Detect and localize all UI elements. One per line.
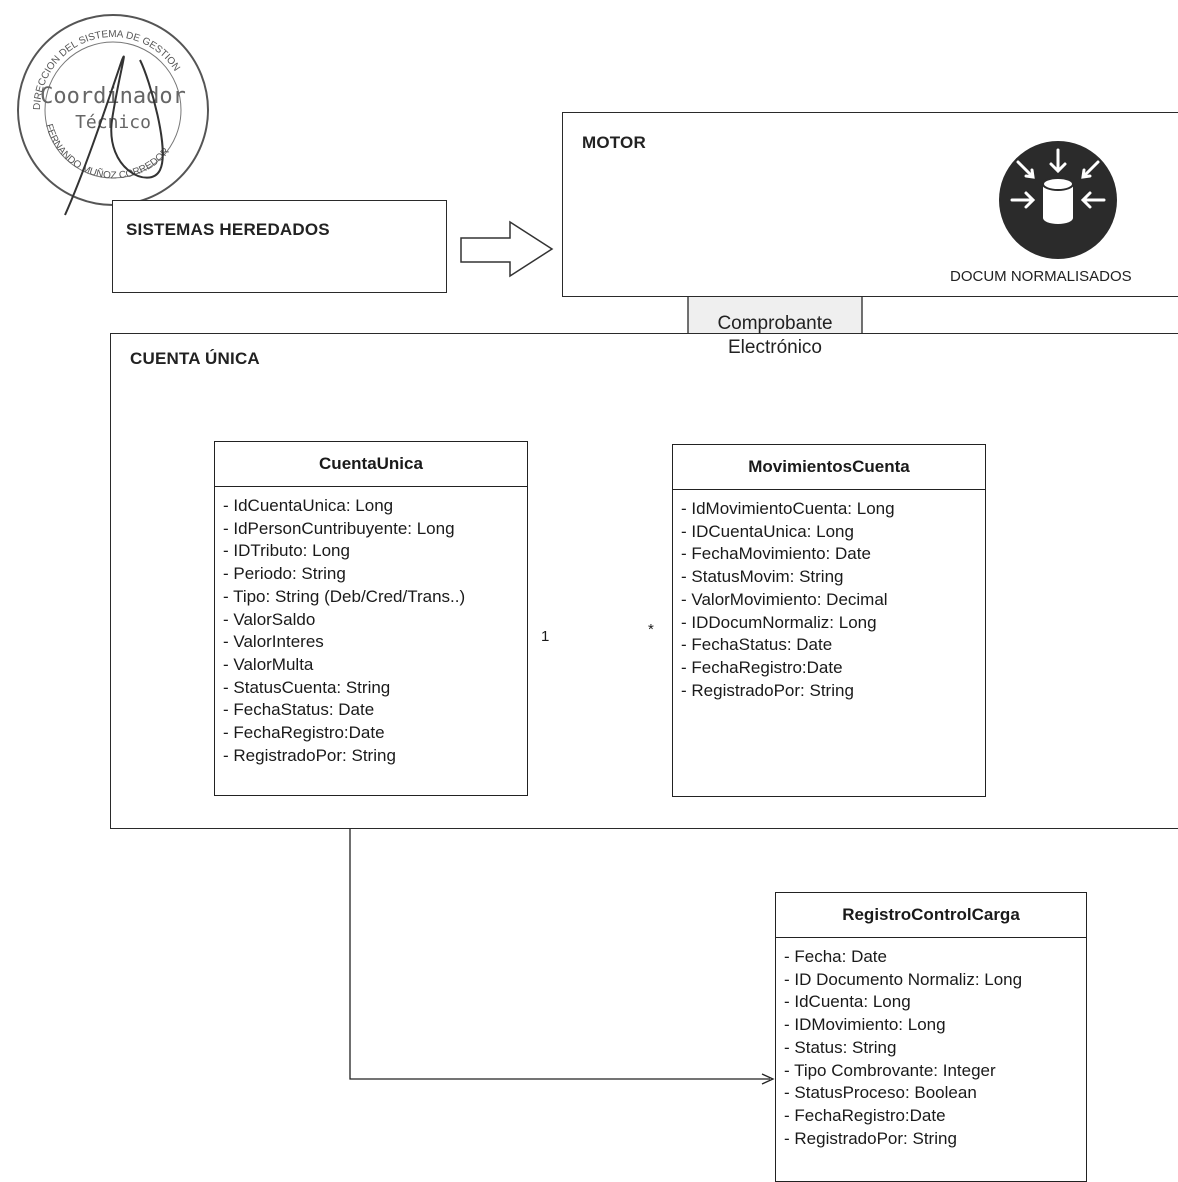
class-registro-control-carga-name: RegistroControlCarga	[776, 893, 1086, 938]
class-attribute: - ValorMulta	[223, 654, 314, 674]
database-inbound-icon	[998, 140, 1118, 260]
class-cuenta-unica-attributes: - IdCuentaUnica: Long - IdPersonCuntribuy…	[215, 487, 527, 767]
class-attribute: - StatusMovim: String	[681, 567, 844, 587]
class-attribute: - IDTributo: Long	[223, 541, 350, 561]
class-attribute: - FechaStatus: Date	[223, 700, 375, 720]
class-attribute: - FechaStatus: Date	[681, 635, 833, 655]
class-attribute: - StatusProceso: Boolean	[784, 1083, 977, 1103]
motor-label: MOTOR	[582, 133, 646, 152]
docum-normalisados-label: DOCUM NORMALISADOS	[950, 268, 1132, 285]
block-arrow-right	[460, 220, 554, 278]
official-stamp: DIRECCION DEL SISTEMA DE GESTION FERNAND…	[0, 0, 215, 220]
sistemas-heredados-box	[112, 200, 447, 293]
class-attribute: - ID Documento Normaliz: Long	[784, 969, 1023, 989]
class-attribute: - IdMovimientoCuenta: Long	[681, 499, 895, 518]
sistemas-heredados-label: SISTEMAS HEREDADOS	[126, 220, 330, 239]
class-cuenta-unica-name: CuentaUnica	[215, 442, 527, 487]
class-movimientos-cuenta: MovimientosCuenta - IdMovimientoCuenta: …	[672, 444, 986, 797]
class-attribute: - IDCuentaUnica: Long	[681, 521, 854, 541]
class-attribute: - ValorMovimiento: Decimal	[681, 589, 888, 609]
class-movimientos-cuenta-name: MovimientosCuenta	[673, 445, 985, 490]
class-attribute: - Status: String	[784, 1037, 897, 1057]
comprobante-electronico-label: Comprobante Electrónico	[690, 312, 860, 360]
class-registro-control-carga: RegistroControlCarga - Fecha: Date - ID D…	[775, 892, 1087, 1182]
comprobante-line1: Comprobante	[717, 313, 833, 334]
class-attribute: - IDMovimiento: Long	[784, 1015, 946, 1035]
class-attribute: - Tipo Combrovante: Integer	[784, 1060, 996, 1080]
class-attribute: - Fecha: Date	[784, 947, 887, 966]
class-attribute: - ValorSaldo	[223, 609, 316, 629]
class-attribute: - Periodo: String	[223, 564, 346, 584]
class-attribute: - FechaRegistro:Date	[784, 1105, 946, 1125]
class-attribute: - FechaRegistro:Date	[223, 723, 385, 743]
class-registro-control-carga-attributes: - Fecha: Date - ID Documento Normaliz: Lo…	[776, 938, 1086, 1150]
class-attribute: - RegistradoPor: String	[223, 745, 396, 765]
class-cuenta-unica: CuentaUnica - IdCuentaUnica: Long - IdPer…	[214, 441, 528, 796]
class-movimientos-cuenta-attributes: - IdMovimientoCuenta: Long - IDCuentaUnic…	[673, 490, 985, 702]
cuenta-unica-label: CUENTA ÚNICA	[130, 349, 260, 368]
signature-scribble	[64, 55, 164, 216]
control-connector-line	[349, 828, 770, 1080]
class-attribute: - StatusCuenta: String	[223, 677, 391, 697]
class-attribute: - IdPersonCuntribuyente: Long	[223, 518, 455, 538]
stamp-center-line2: Técnico	[75, 112, 151, 133]
class-attribute: - FechaRegistro:Date	[681, 657, 843, 677]
stamp-seal: DIRECCION DEL SISTEMA DE GESTION FERNAND…	[17, 14, 209, 216]
class-attribute: - RegistradoPor: String	[784, 1128, 957, 1148]
class-attribute: - RegistradoPor: String	[681, 680, 854, 700]
class-attribute: - ValorInteres	[223, 632, 324, 652]
class-attribute: - IdCuenta: Long	[784, 992, 911, 1012]
multiplicity-target: *	[648, 621, 654, 638]
class-attribute: - IDDocumNormaliz: Long	[681, 612, 877, 632]
comprobante-line2: Electrónico	[728, 337, 822, 358]
class-attribute: - IdCuentaUnica: Long	[223, 496, 394, 515]
control-connector-arrowhead	[761, 1073, 775, 1085]
class-attribute: - FechaMovimiento: Date	[681, 544, 871, 564]
multiplicity-source: 1	[541, 628, 550, 645]
class-attribute: - Tipo: String (Deb/Cred/Trans..)	[223, 586, 466, 606]
